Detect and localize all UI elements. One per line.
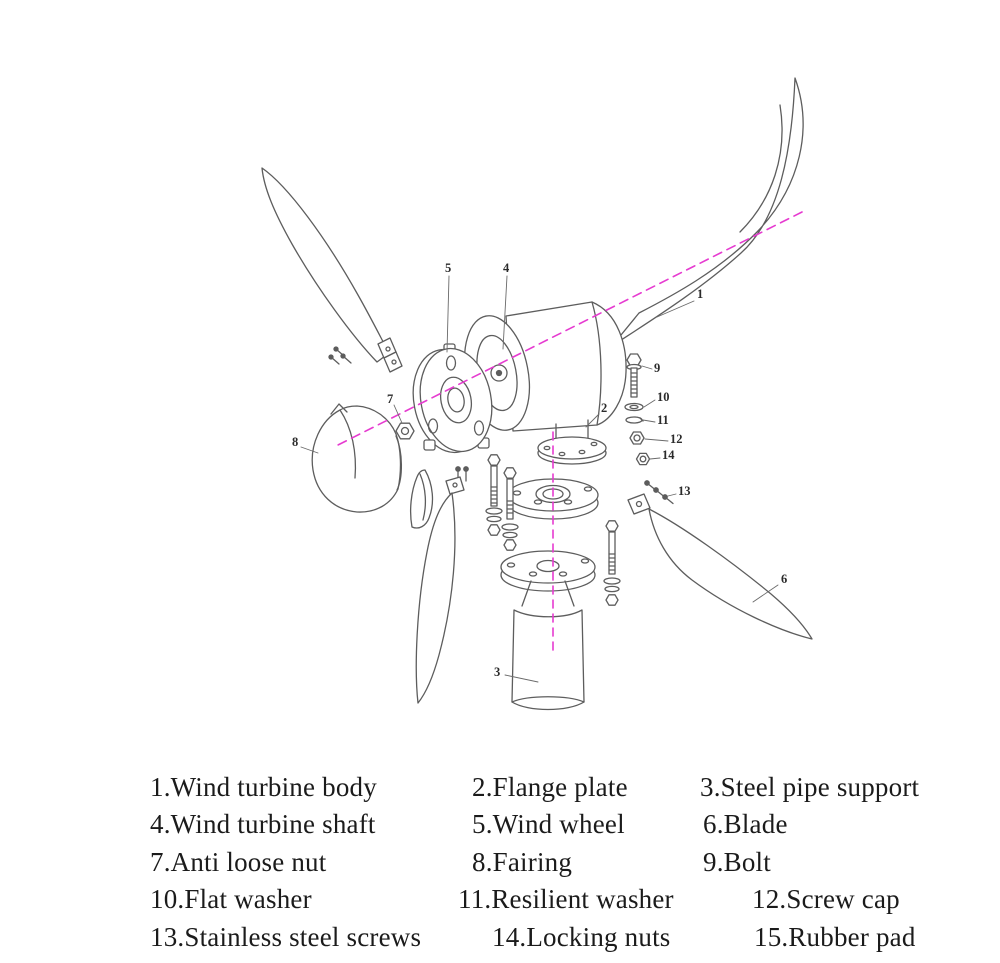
callout-14-label: 14 <box>662 448 675 462</box>
legend-row-5: 13.Stainless steel screws 14.Locking nut… <box>0 919 1000 956</box>
legend-item-13: 13.Stainless steel screws <box>150 921 422 952</box>
legend-row-4: 10.Flat washer 11.Resilient washer 12.Sc… <box>0 881 1000 918</box>
callout-13: 13 <box>667 484 691 498</box>
steel-pipe-support <box>500 550 596 711</box>
small-screws-upper <box>328 346 352 365</box>
bolt-right-lower <box>603 520 621 606</box>
wind-wheel-hub <box>412 343 493 454</box>
legend-row-3: 7.Anti loose nut 8.Fairing 9.Bolt <box>0 844 1000 881</box>
legend-item-6: 6.Blade <box>703 809 788 840</box>
callout-2: 2 <box>585 401 607 428</box>
callouts: 1 2 3 4 5 <box>292 261 787 683</box>
callout-3-label: 3 <box>494 665 500 679</box>
legend-row-2: 4.Wind turbine shaft 5.Wind wheel 6.Blad… <box>0 806 1000 843</box>
callout-8: 8 <box>292 435 319 454</box>
callout-1-label: 1 <box>697 287 703 301</box>
turbine-tail <box>611 77 804 347</box>
legend-item-5: 5.Wind wheel <box>472 809 625 840</box>
callout-13-label: 13 <box>678 484 691 498</box>
legend-item-15: 15.Rubber pad <box>754 921 916 952</box>
legend-item-9: 9.Bolt <box>703 846 771 877</box>
legend-item-3: 3.Steel pipe support <box>700 772 920 802</box>
legend-item-2: 2.Flange plate <box>472 772 628 802</box>
callout-10-label: 10 <box>657 390 670 404</box>
legend-item-12: 12.Screw cap <box>752 884 900 915</box>
callout-12-label: 12 <box>670 432 683 446</box>
callout-8-label: 8 <box>292 435 298 449</box>
blade-lower-center <box>415 476 465 704</box>
anti-loose-nut <box>395 422 415 440</box>
fairing <box>311 403 434 529</box>
legend-item-1: 1.Wind turbine body <box>150 772 377 802</box>
callout-7: 7 <box>387 392 403 424</box>
parts-legend: 1.Wind turbine body 2.Flange plate 3.Ste… <box>0 769 1000 956</box>
callout-3: 3 <box>494 665 539 683</box>
callout-2-label: 2 <box>601 401 607 415</box>
legend-item-7: 7.Anti loose nut <box>150 846 327 877</box>
exploded-diagram-canvas: 1 2 3 4 5 <box>261 77 813 711</box>
legend-item-11: 11.Resilient washer <box>458 884 674 915</box>
callout-1: 1 <box>656 287 703 318</box>
wind-turbine-body <box>505 301 627 446</box>
legend-row-1: 1.Wind turbine body 2.Flange plate 3.Ste… <box>0 769 1000 806</box>
callout-6: 6 <box>752 572 787 603</box>
legend-item-8: 8.Fairing <box>472 846 573 877</box>
centerlines <box>335 211 803 653</box>
legend-item-4: 4.Wind turbine shaft <box>150 809 376 840</box>
callout-6-label: 6 <box>781 572 787 586</box>
callout-12: 12 <box>644 432 683 446</box>
legend-item-14: 14.Locking nuts <box>492 921 671 952</box>
bolts-left <box>485 454 519 551</box>
legend-item-10: 10.Flat washer <box>150 884 312 915</box>
callout-4-label: 4 <box>503 261 510 275</box>
blade-lower-right <box>627 493 813 640</box>
callout-5: 5 <box>445 261 451 353</box>
flange-plate-middle <box>507 478 599 520</box>
callout-9-label: 9 <box>654 361 660 375</box>
callout-14: 14 <box>649 448 675 462</box>
callout-7-label: 7 <box>387 392 393 406</box>
fastener-column-right <box>624 353 674 505</box>
callout-10: 10 <box>643 390 670 408</box>
callout-11-label: 11 <box>657 413 669 427</box>
callout-11: 11 <box>642 413 669 427</box>
callout-9: 9 <box>641 361 660 375</box>
flange-plate-nacelle <box>537 436 607 465</box>
blade-upper-left <box>261 167 403 373</box>
callout-4: 4 <box>502 261 510 350</box>
callout-5-label: 5 <box>445 261 451 275</box>
